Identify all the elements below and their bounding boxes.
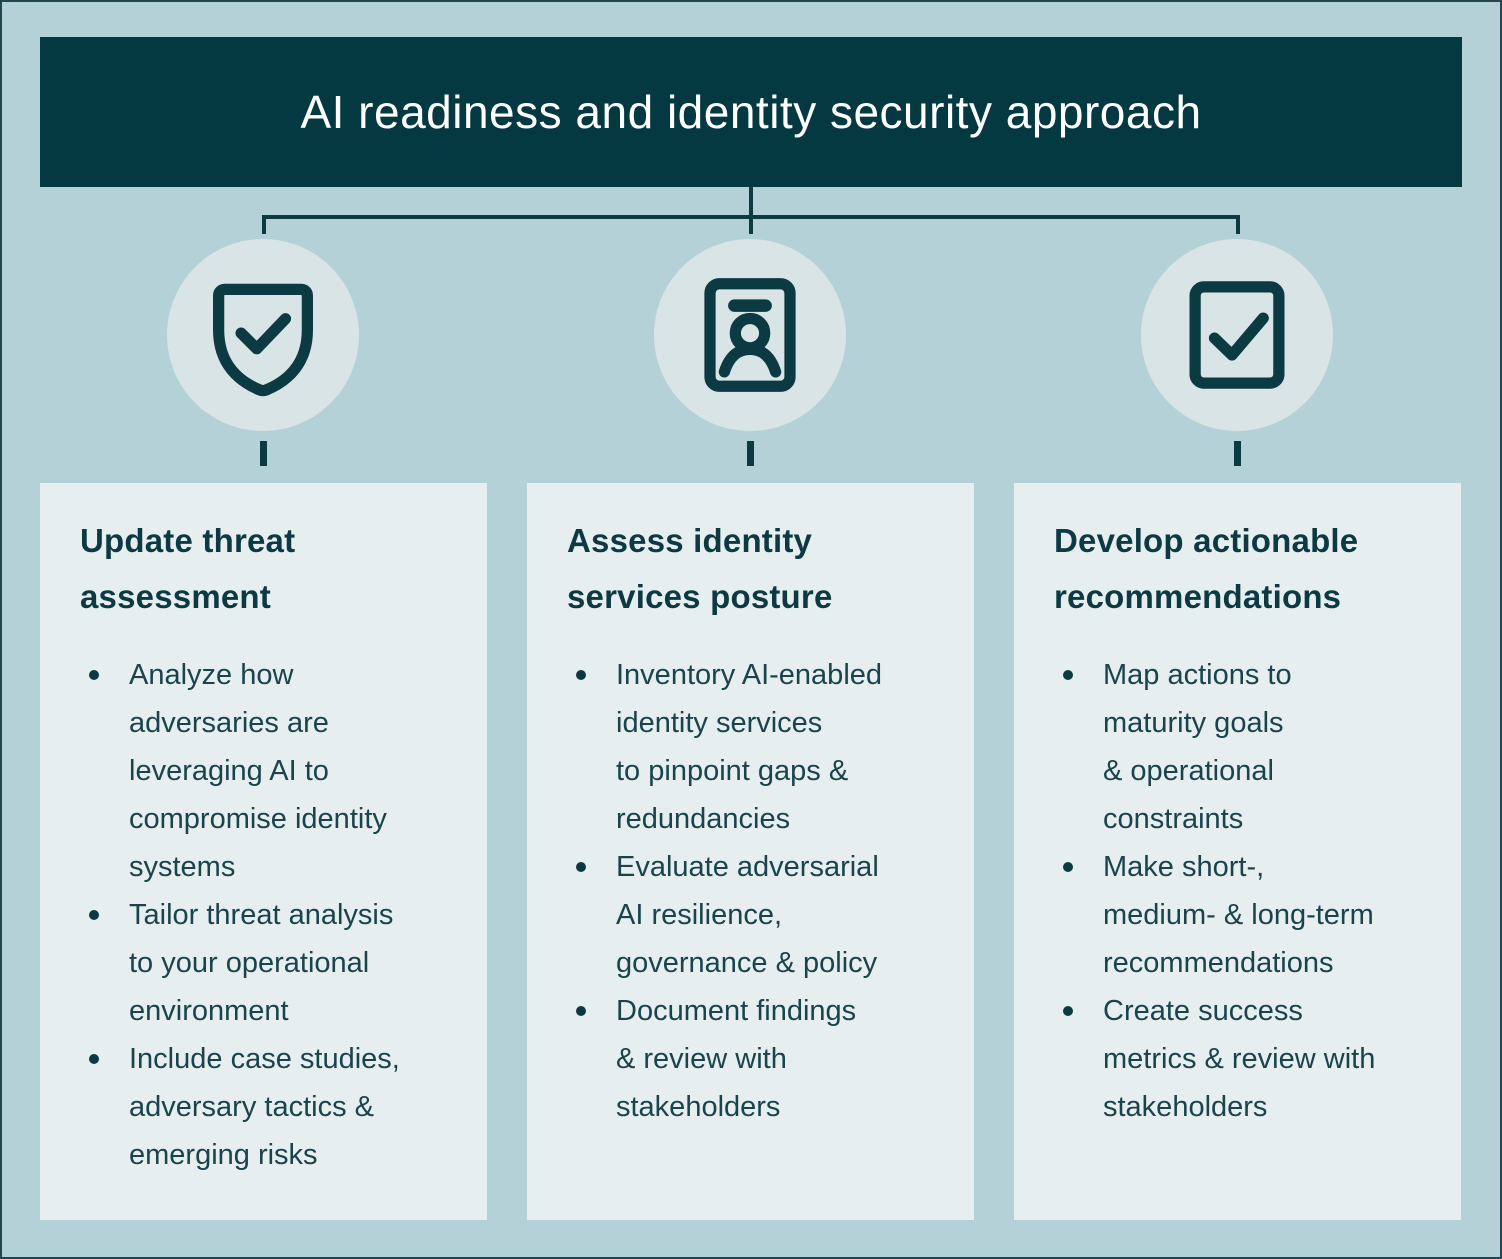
card-bullet-list: Map actions to maturity goals & operatio… <box>1054 651 1423 1131</box>
card-develop-recommendations: Develop actionable recommendations Map a… <box>1014 483 1461 1220</box>
id-badge-icon <box>704 278 796 392</box>
bullet-item: Create success metrics & review with sta… <box>1054 987 1423 1131</box>
bullet-item: Inventory AI-enabled identity services t… <box>567 651 936 843</box>
shield-check-icon <box>213 283 313 397</box>
connector-dash-right <box>1234 441 1241 466</box>
connector-tick-right <box>1236 215 1240 234</box>
icon-circle-identity <box>654 239 846 431</box>
title-banner: AI readiness and identity security appro… <box>40 37 1462 187</box>
card-bullet-list: Analyze how adversaries are leveraging A… <box>80 651 449 1179</box>
icon-circle-recommendations <box>1141 239 1333 431</box>
connector-dash-left <box>260 441 267 466</box>
card-heading: Update threat assessment <box>80 522 296 615</box>
icon-circle-threat <box>167 239 359 431</box>
bullet-item: Evaluate adversarial AI resilience, gove… <box>567 843 936 987</box>
bullet-item: Make short-, medium- & long-term recomme… <box>1054 843 1423 987</box>
bullet-item: Document findings & review with stakehol… <box>567 987 936 1131</box>
bullet-item: Analyze how adversaries are leveraging A… <box>80 651 449 891</box>
connector-tick-center <box>749 215 753 234</box>
bullet-item: Include case studies, adversary tactics … <box>80 1035 449 1179</box>
page-title: AI readiness and identity security appro… <box>300 86 1202 138</box>
connector-dash-center <box>747 441 754 466</box>
bullet-item: Tailor threat analysis to your operation… <box>80 891 449 1035</box>
card-heading: Develop actionable recommendations <box>1054 522 1359 615</box>
card-heading: Assess identity services posture <box>567 522 833 615</box>
connector-stem <box>749 187 753 218</box>
card-update-threat-assessment: Update threat assessment Analyze how adv… <box>40 483 487 1220</box>
connector-tick-left <box>262 215 266 234</box>
checkmark-square-icon <box>1189 281 1285 389</box>
card-bullet-list: Inventory AI-enabled identity services t… <box>567 651 936 1131</box>
card-assess-identity-services: Assess identity services posture Invento… <box>527 483 974 1220</box>
bullet-item: Map actions to maturity goals & operatio… <box>1054 651 1423 843</box>
